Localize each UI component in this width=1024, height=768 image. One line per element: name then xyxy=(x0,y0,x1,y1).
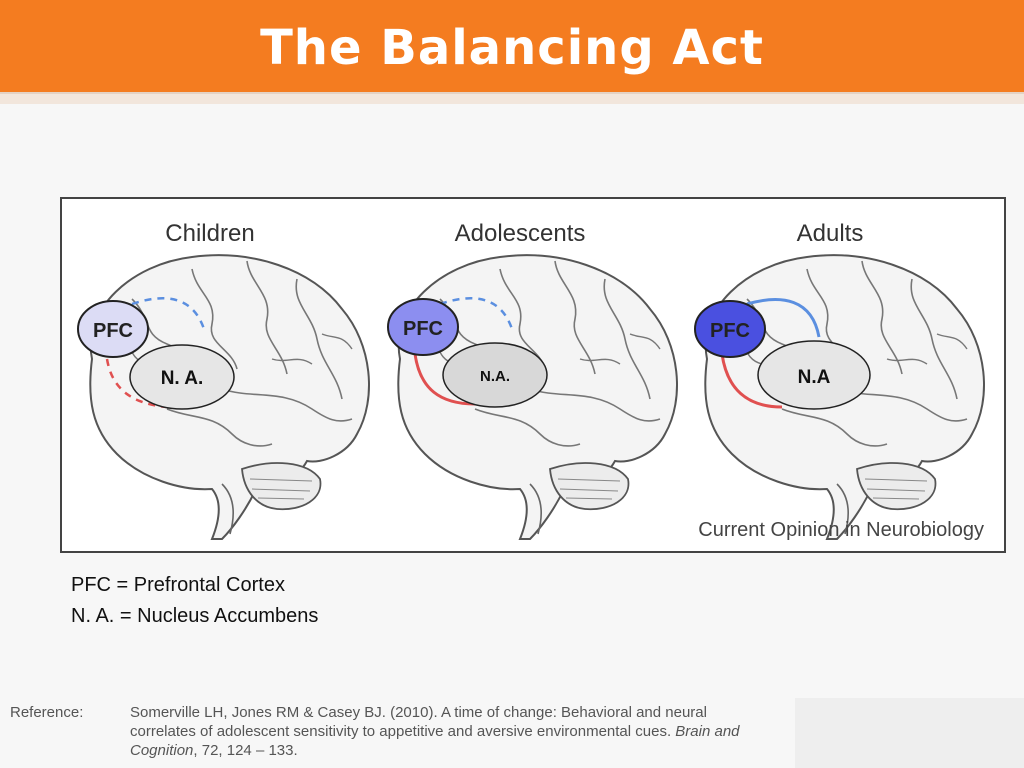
reference-volume-pages: , 72, 124 – 133. xyxy=(193,742,298,759)
pfc-region xyxy=(77,300,149,358)
legend: PFC = Prefrontal Cortex N. A. = Nucleus … xyxy=(71,570,318,632)
na-label-adults: N.A xyxy=(798,367,831,388)
brain-diagram: PFC Children PFC Adolescents PFC Adults … xyxy=(77,220,985,541)
na-ellipse-children xyxy=(129,344,235,410)
pfc-region xyxy=(694,300,766,358)
pfc-region xyxy=(387,298,459,356)
na-label-children: N. A. xyxy=(161,368,204,389)
pfc-label: PFC xyxy=(403,318,443,340)
pfc-na-connection-red xyxy=(105,358,168,409)
panel-label-adolescents: Adolescents xyxy=(455,220,586,247)
legend-pfc: PFC = Prefrontal Cortex xyxy=(71,574,285,596)
pfc-label: PFC xyxy=(93,320,133,342)
title-divider xyxy=(0,92,1024,94)
pfc-na-connection-red xyxy=(720,353,783,409)
figure-source: Current Opinion in Neurobiology xyxy=(698,519,984,541)
na-ellipse-adults xyxy=(757,340,871,410)
title-bar: The Balancing Act xyxy=(0,0,1024,104)
reference-citation: Somerville LH, Jones RM & Casey BJ. (201… xyxy=(130,704,707,740)
legend-na: N. A. = Nucleus Accumbens xyxy=(71,605,319,627)
brain-figure: PFC Children PFC Adolescents PFC Adults … xyxy=(60,197,1006,553)
pfc-label: PFC xyxy=(710,320,750,342)
reference-journal: Brain and Cognition xyxy=(130,723,740,759)
corner-placeholder xyxy=(795,698,1024,768)
reference-text: Somerville LH, Jones RM & Casey BJ. (201… xyxy=(130,703,750,760)
panel-label-children: Children xyxy=(165,220,254,247)
pfc-na-connection-blue xyxy=(746,298,821,338)
panel-label-adults: Adults xyxy=(797,220,864,247)
na-label-adolescents: N.A. xyxy=(480,368,510,385)
pfc-na-connection-blue xyxy=(439,297,514,330)
pfc-na-connection-blue xyxy=(131,297,206,330)
reference-label: Reference: xyxy=(10,704,84,721)
panel-adolescents: PFC xyxy=(387,254,678,540)
na-ellipse-adolescents xyxy=(442,342,548,408)
pfc-na-connection-red xyxy=(413,353,476,406)
panel-adults: PFC xyxy=(694,254,985,540)
slide-title: The Balancing Act xyxy=(260,20,764,76)
panel-children: PFC xyxy=(77,254,370,540)
